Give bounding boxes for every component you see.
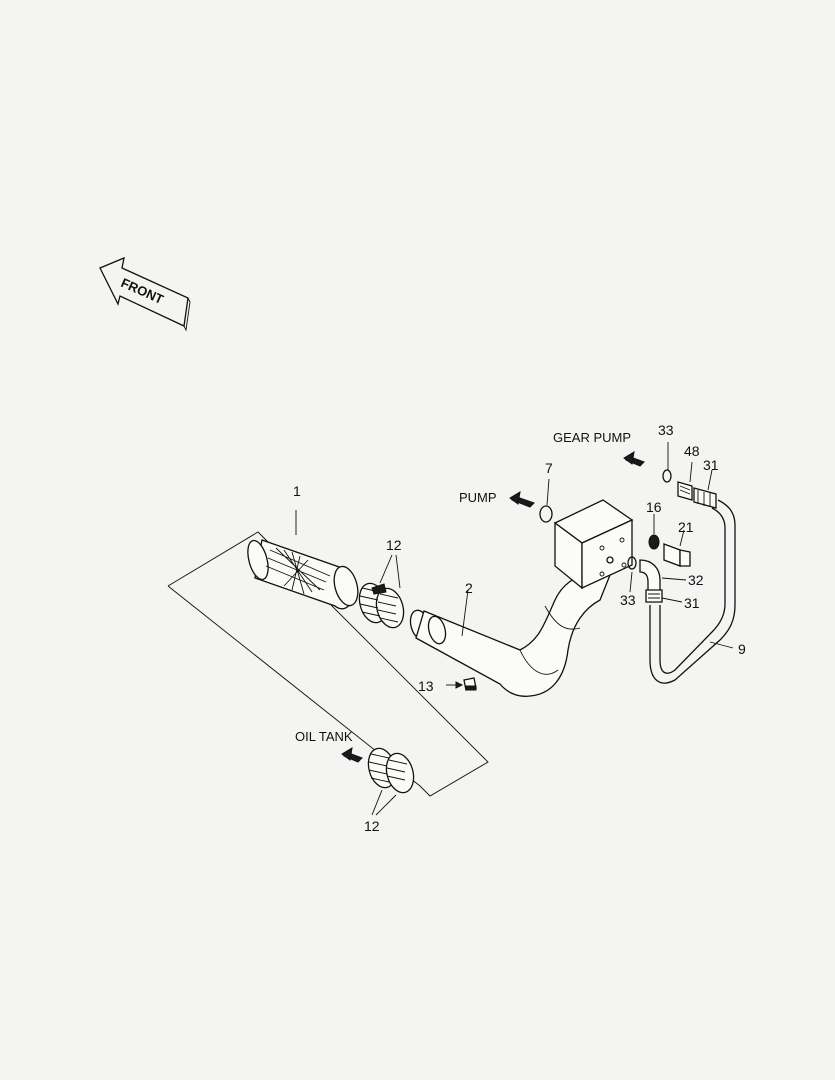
- pump-block: [553, 499, 634, 590]
- callout-16: 16: [646, 499, 662, 515]
- o-ring-part-7: [509, 478, 553, 523]
- front-label: FRONT: [119, 275, 166, 307]
- hose-clamps-part-12-bottom: [341, 747, 415, 816]
- callout-1: 1: [293, 483, 301, 499]
- callout-33-mid: 33: [620, 592, 636, 608]
- callout-32: 32: [688, 572, 704, 588]
- pump-label: PUMP: [459, 490, 497, 505]
- front-arrow: FRONT: [99, 256, 191, 332]
- callout-13: 13: [418, 678, 434, 694]
- callout-12-top: 12: [386, 537, 402, 553]
- hose-clamps-part-12-top: [358, 554, 405, 629]
- suction-pipe-part-2: [409, 574, 611, 697]
- callout-7: 7: [545, 460, 553, 476]
- callout-21: 21: [678, 519, 694, 535]
- oil-tank-label: OIL TANK: [295, 729, 353, 744]
- callout-33-top: 33: [658, 422, 674, 438]
- callout-48: 48: [684, 443, 700, 459]
- washer-and-bolt-part-16-21: [648, 514, 691, 567]
- adapter-fittings-part-48-31-33: [623, 442, 717, 509]
- elbow-fitting-part-32: [627, 556, 687, 603]
- callout-12-bottom: 12: [364, 818, 380, 834]
- callout-31-top: 31: [703, 457, 719, 473]
- callout-2: 2: [465, 580, 473, 596]
- drain-plug-part-13: [446, 677, 477, 691]
- gear-pump-label: GEAR PUMP: [553, 430, 631, 445]
- callout-31-mid: 31: [684, 595, 700, 611]
- strainer-part-1: [247, 510, 359, 610]
- hydraulic-hose-part-9: [649, 499, 736, 684]
- callout-9: 9: [738, 641, 746, 657]
